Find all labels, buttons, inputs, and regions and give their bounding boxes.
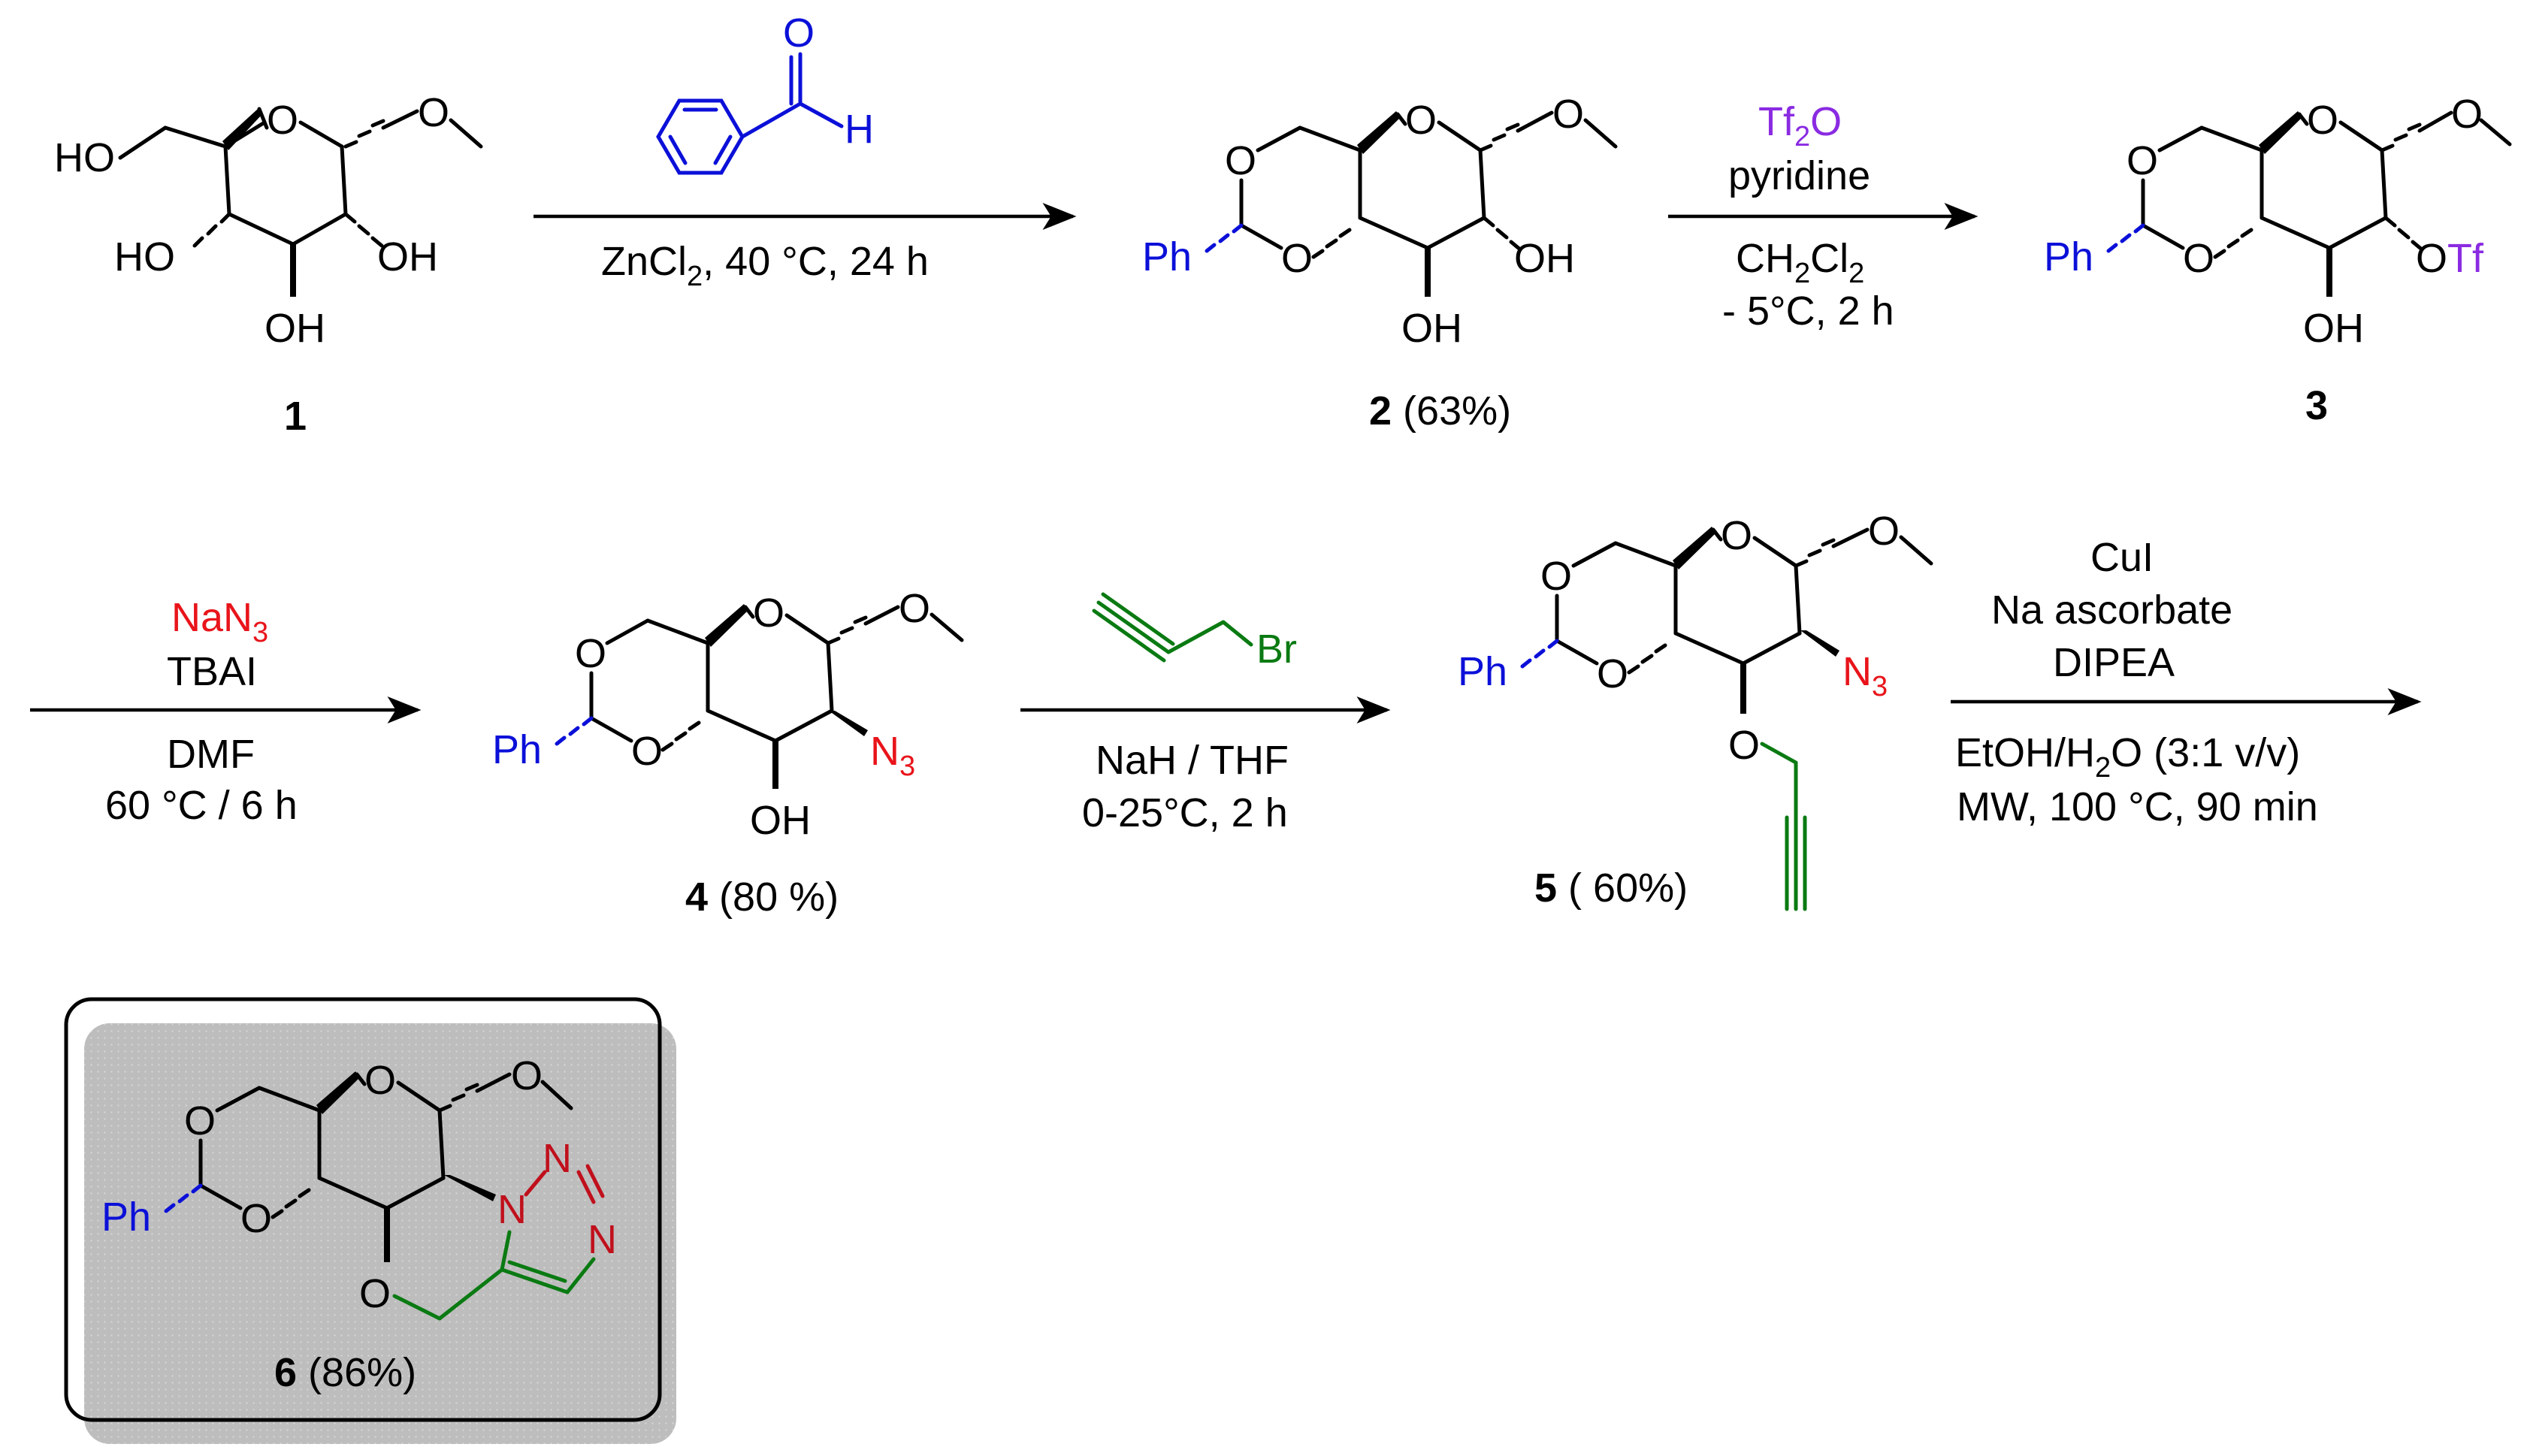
atom-label-br: Br xyxy=(1256,627,1297,672)
atom-label-ph: Ph xyxy=(1458,649,1507,694)
step4-conditions: 0-25°C, 2 h xyxy=(1082,790,1288,835)
atom-label-n: N xyxy=(588,1217,617,1262)
benzaldehyde-reagent: O H xyxy=(656,11,874,175)
atom-label-ph: Ph xyxy=(492,727,542,772)
atom-label-o: O xyxy=(899,586,930,631)
step5-reagent-na-ascorbate: Na ascorbate xyxy=(1991,588,2232,633)
reaction-arrow-4: Br NaH / THF 0-25°C, 2 h xyxy=(1020,592,1391,835)
compound-3-structure: O O O O Ph OH OTf 3 xyxy=(2044,92,2512,428)
atom-label-oh: OH xyxy=(377,234,438,279)
atom-label-n: N xyxy=(497,1187,527,1232)
compound-5-structure: O O O O Ph N3 O 5 ( 60%) xyxy=(1458,509,1933,911)
step5-reagent-cui: CuI xyxy=(2090,535,2154,580)
atom-label-o: O xyxy=(1281,236,1313,281)
reaction-arrow-5: CuI Na ascorbate DIPEA EtOH/H2O (3:1 v/v… xyxy=(1951,535,2422,829)
compound-1-structure: HO O O HO OH OH 1 xyxy=(54,90,483,439)
step5-solvent: EtOH/H2O (3:1 v/v) xyxy=(1955,730,2300,784)
compound-6-label: 6 (86%) xyxy=(274,1350,416,1395)
atom-label-oh: OH xyxy=(1401,306,1462,351)
step2-reagent-tf2o: Tf2O xyxy=(1758,99,1842,153)
atom-label-o: O xyxy=(1597,651,1628,696)
step1-conditions: ZnCl2, 40 °C, 24 h xyxy=(601,239,929,292)
compound-2-label: 2 (63%) xyxy=(1369,388,1511,433)
atom-label-o: O xyxy=(359,1271,391,1316)
atom-label-ph: Ph xyxy=(1142,234,1192,279)
compound-1-label: 1 xyxy=(284,394,307,439)
atom-label-o: O xyxy=(631,729,663,774)
atom-label-o: O xyxy=(1728,723,1760,768)
atom-label-n3: N3 xyxy=(870,729,915,782)
atom-label-otf: OTf xyxy=(2416,236,2484,281)
reaction-arrow-1: O H ZnCl2, 40 °C, 24 h xyxy=(534,11,1077,292)
atom-label-o: O xyxy=(1405,98,1437,143)
atom-label-ph: Ph xyxy=(2044,234,2093,279)
step5-conditions: MW, 100 °C, 90 min xyxy=(1957,784,2318,829)
atom-label-oh: OH xyxy=(750,798,811,843)
atom-label-n3: N3 xyxy=(1842,649,1888,702)
atom-label-ho: HO xyxy=(54,135,115,180)
product-box-shadow xyxy=(84,1023,676,1444)
step3-conditions: 60 °C / 6 h xyxy=(105,783,298,828)
step4-solvent: NaH / THF xyxy=(1096,738,1289,783)
step3-reagent-tbai: TBAI xyxy=(167,649,257,694)
compound-4-structure: O O O O Ph OH N3 4 (80 %) xyxy=(492,586,964,920)
atom-label-ho: HO xyxy=(114,234,175,279)
atom-label-h: H xyxy=(845,107,874,152)
atom-label-o: O xyxy=(267,98,298,143)
step2-reagent-pyridine: pyridine xyxy=(1728,153,1870,198)
compound-5-label: 5 ( 60%) xyxy=(1534,865,1688,911)
step3-reagent-nan3: NaN3 xyxy=(171,595,268,648)
atom-label-o: O xyxy=(1552,92,1584,137)
compound-2-structure: O O O O Ph OH OH 2 (63%) xyxy=(1142,92,1618,433)
step3-solvent: DMF xyxy=(167,732,255,777)
step2-conditions: - 5°C, 2 h xyxy=(1722,288,1894,334)
step2-solvent: CH2Cl2 xyxy=(1736,236,1864,289)
product-box-frame xyxy=(64,997,662,1422)
atom-label-o: O xyxy=(2307,98,2338,143)
reaction-arrow-3: NaN3 TBAI DMF 60 °C / 6 h xyxy=(30,595,422,828)
atom-label-o: O xyxy=(1225,138,1256,183)
atom-label-o: O xyxy=(364,1058,396,1103)
atom-label-o: O xyxy=(418,90,449,135)
product-box xyxy=(64,997,676,1444)
atom-label-o: O xyxy=(2183,236,2214,281)
propargyl-bromide-reagent: Br xyxy=(1092,592,1297,672)
atom-label-o: O xyxy=(511,1053,543,1098)
reaction-arrow-2: Tf2O pyridine CH2Cl2 - 5°C, 2 h xyxy=(1668,99,1978,334)
compound-6-structure: O O O O Ph N N N O 6 (86%) xyxy=(101,1053,617,1395)
compound-3-label: 3 xyxy=(2305,383,2328,428)
atom-label-oh: OH xyxy=(264,306,325,351)
atom-label-o: O xyxy=(1868,509,1900,554)
atom-label-ph: Ph xyxy=(101,1195,151,1240)
atom-label-oh: OH xyxy=(1514,236,1575,281)
atom-label-oh: OH xyxy=(2303,306,2364,351)
atom-label-o: O xyxy=(753,591,784,636)
atom-label-o: O xyxy=(1540,554,1572,599)
atom-label-o: O xyxy=(2127,138,2158,183)
atom-label-o: O xyxy=(575,631,606,676)
atom-label-o: O xyxy=(240,1196,272,1241)
atom-label-o: O xyxy=(783,11,815,56)
step5-reagent-dipea: DIPEA xyxy=(2053,640,2175,685)
atom-label-o: O xyxy=(2451,92,2483,137)
compound-4-label: 4 (80 %) xyxy=(685,875,839,920)
atom-label-o: O xyxy=(1721,513,1752,558)
atom-label-o: O xyxy=(184,1098,216,1143)
atom-label-n: N xyxy=(543,1136,572,1181)
